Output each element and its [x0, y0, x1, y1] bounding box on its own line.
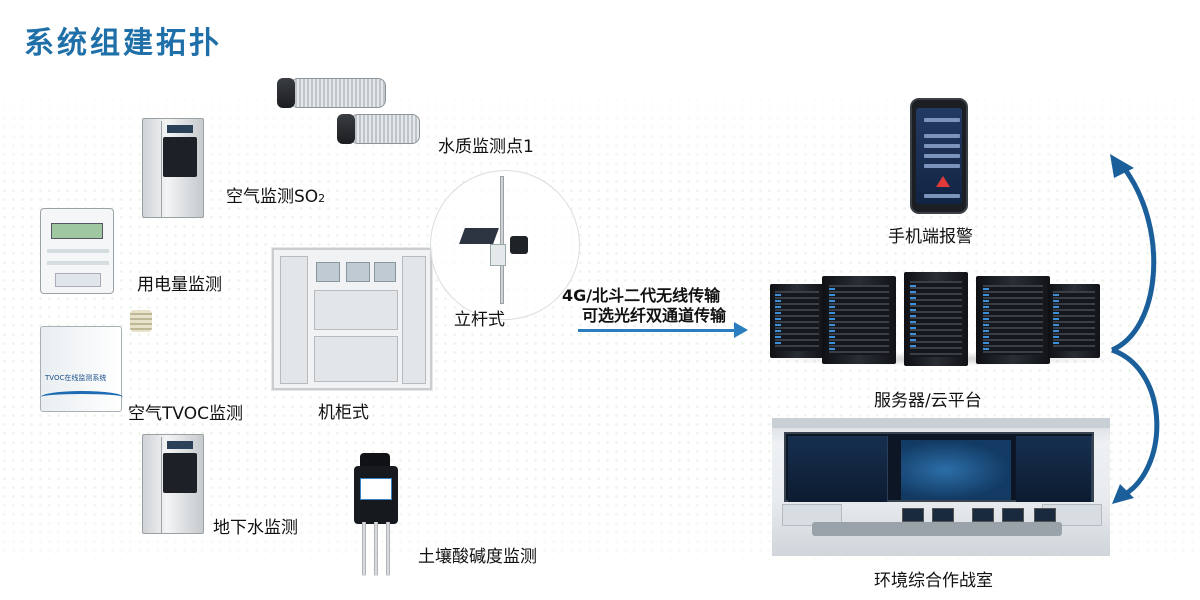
- page-title: 系统组建拓扑: [24, 26, 222, 61]
- desk-monitor: [972, 508, 994, 522]
- server-lights: [829, 288, 836, 350]
- cabinet-instrument: [316, 262, 340, 282]
- curve-arrow-down-head: [1112, 484, 1134, 504]
- phone-screen-row: [924, 154, 960, 158]
- meter-lcd: [51, 223, 103, 239]
- server-rack: [822, 276, 896, 364]
- transmission-label-line1: 4G/北斗二代无线传输: [562, 286, 721, 305]
- soil-sensor-probe: [374, 522, 378, 576]
- soil-sensor-probe: [386, 522, 390, 576]
- phone-screen-row: [924, 164, 960, 168]
- meter-terminal-cover: [55, 273, 101, 287]
- tvoc-box-wave: [41, 391, 123, 403]
- water-quality-sensor-top: [277, 78, 386, 108]
- server-rack: [1048, 284, 1100, 358]
- server-lights: [983, 288, 990, 350]
- label-groundwater: 地下水监测: [213, 518, 298, 538]
- server-lights: [1053, 294, 1060, 347]
- label-air-so2: 空气监测SO2: [226, 182, 325, 207]
- server-slots: [1053, 291, 1095, 351]
- electricity-meter: [40, 208, 114, 294]
- air-so2-analyzer: [142, 118, 204, 218]
- phone-screen-row: [924, 144, 960, 148]
- air-tvoc-monitor: TVOC在线监测系统: [40, 326, 123, 412]
- soil-sensor-cable-head: [360, 453, 390, 469]
- label-war-room: 环境综合作战室: [874, 571, 993, 591]
- cabinet-door-right: [402, 256, 426, 384]
- video-wall-panel: [788, 436, 888, 502]
- server-slots: [829, 284, 889, 356]
- transmission-arrow-head: [734, 322, 748, 338]
- label-cabinet: 机柜式: [318, 403, 369, 423]
- curve-arrow-down: [1111, 347, 1160, 499]
- cabinet-door-left: [280, 256, 308, 384]
- cabinet-station: [272, 248, 432, 390]
- phone-screen-row: [924, 194, 960, 198]
- curve-arrow-up: [1110, 166, 1157, 353]
- label-pole: 立杆式: [454, 310, 505, 330]
- server-rack: [976, 276, 1050, 364]
- operator-desk: [812, 522, 1062, 536]
- warning-icon: [936, 176, 950, 187]
- server-rack: [904, 272, 968, 366]
- analyzer-display-strip: [167, 125, 193, 133]
- phone-screen-row: [924, 134, 960, 138]
- label-air-so2-subscript: 2: [318, 192, 326, 205]
- desk-monitor: [932, 508, 954, 522]
- desk-monitor: [902, 508, 924, 522]
- analyzer-display-strip: [167, 441, 193, 449]
- groundwater-analyzer: [142, 434, 204, 534]
- solar-panel: [459, 228, 499, 244]
- desk-monitor: [1034, 508, 1056, 522]
- war-room-photo: [772, 418, 1110, 556]
- room-ceiling: [772, 418, 1110, 428]
- video-wall-panel: [1016, 436, 1092, 502]
- server-slots: [983, 284, 1043, 356]
- server-rack: [770, 284, 824, 358]
- analyzer-door-seam: [161, 121, 162, 217]
- cabinet-instrument: [374, 262, 396, 282]
- analyzer-window: [163, 453, 197, 493]
- transmission-arrow-line: [578, 329, 736, 332]
- analyzer-door-seam: [161, 437, 162, 533]
- meter-label-strip: [47, 249, 109, 253]
- transmission-label-line2: 可选光纤双通道传输: [582, 306, 727, 325]
- curve-arrow-up-head: [1110, 154, 1134, 178]
- label-air-tvoc: 空气TVOC监测: [128, 404, 243, 424]
- tvoc-sensor-shelter: [130, 310, 152, 332]
- desk-monitor: [1002, 508, 1024, 522]
- video-wall-map: [901, 440, 1011, 500]
- pole-mast: [500, 176, 504, 304]
- label-server: 服务器/云平台: [874, 391, 982, 411]
- label-soil: 土壤酸碱度监测: [418, 547, 537, 567]
- cabinet-inner-rack: [314, 290, 398, 330]
- server-lights: [775, 294, 782, 347]
- tvoc-box-text: TVOC在线监测系统: [45, 374, 107, 382]
- phone-screen-row: [924, 118, 960, 122]
- cabinet-instrument: [346, 262, 370, 282]
- label-air-so2-main: 空气监测SO: [226, 187, 319, 207]
- label-water-quality: 水质监测点1: [438, 137, 534, 157]
- label-power: 用电量监测: [137, 275, 222, 295]
- water-quality-sensor-bottom: [337, 114, 420, 144]
- rain-gauge: [510, 236, 528, 254]
- server-slots: [775, 291, 819, 351]
- analyzer-window: [163, 137, 197, 177]
- server-lights: [910, 285, 917, 351]
- mobile-phone: [910, 98, 968, 214]
- meter-label-strip: [47, 261, 109, 265]
- phone-screen: [916, 108, 962, 204]
- pole-control-box: [490, 244, 506, 266]
- video-wall: [784, 432, 1094, 502]
- cabinet-inner-base: [314, 336, 398, 382]
- soil-sensor-probe: [362, 522, 366, 576]
- server-slots: [910, 281, 962, 357]
- soil-sensor-label: [360, 478, 392, 500]
- distribution-arrows: [1110, 154, 1160, 504]
- label-mobile: 手机端报警: [888, 227, 973, 247]
